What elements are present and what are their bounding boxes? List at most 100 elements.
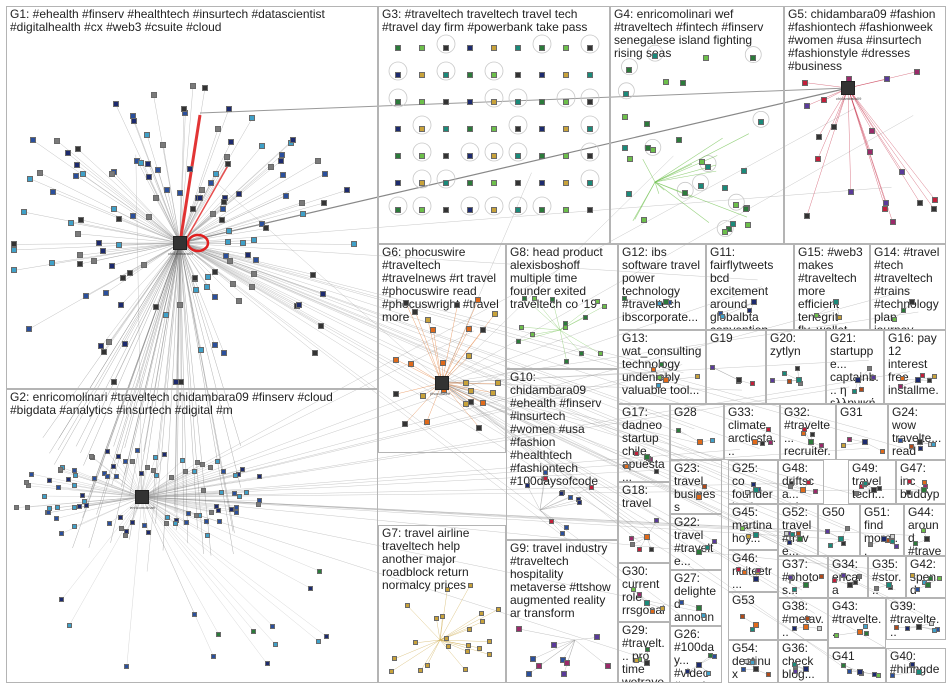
graph-node[interactable] (108, 170, 115, 177)
graph-node[interactable] (709, 437, 715, 443)
graph-node[interactable] (597, 351, 603, 357)
graph-node[interactable] (744, 659, 750, 665)
graph-node[interactable] (24, 504, 30, 510)
graph-node[interactable] (68, 219, 75, 226)
graph-node[interactable] (219, 490, 225, 496)
graph-node[interactable] (559, 490, 565, 496)
graph-node[interactable] (218, 217, 225, 224)
graph-node[interactable] (846, 668, 852, 674)
graph-node[interactable] (804, 615, 810, 621)
graph-node[interactable] (924, 536, 931, 543)
graph-node[interactable] (221, 349, 227, 356)
graph-node[interactable] (66, 476, 72, 482)
graph-node[interactable] (908, 299, 915, 306)
graph-node[interactable] (578, 350, 584, 356)
graph-node[interactable] (750, 54, 757, 61)
graph-node[interactable] (112, 100, 119, 107)
graph-node[interactable] (80, 493, 86, 499)
graph-node[interactable] (412, 308, 419, 315)
graph-node[interactable] (53, 137, 60, 144)
graph-node[interactable] (199, 187, 206, 194)
graph-node[interactable] (225, 106, 232, 113)
graph-node[interactable] (847, 436, 853, 442)
graph-node[interactable] (491, 72, 497, 78)
graph-node[interactable] (787, 378, 793, 384)
graph-node[interactable] (192, 468, 198, 474)
graph-node[interactable] (468, 398, 475, 405)
graph-node[interactable] (871, 486, 878, 493)
graph-node[interactable] (225, 228, 232, 235)
graph-node[interactable] (928, 620, 934, 626)
graph-node[interactable] (395, 207, 401, 213)
graph-node[interactable] (832, 299, 839, 306)
graph-node[interactable] (792, 626, 798, 632)
graph-node[interactable] (696, 439, 703, 446)
graph-node[interactable] (215, 458, 221, 464)
graph-node[interactable] (749, 626, 755, 632)
graph-node[interactable] (343, 187, 350, 194)
graph-node[interactable] (786, 539, 792, 545)
graph-node[interactable] (195, 459, 201, 465)
graph-node[interactable] (675, 137, 682, 144)
graph-node[interactable] (623, 90, 630, 97)
graph-node[interactable] (879, 448, 885, 454)
graph-node[interactable] (802, 79, 809, 86)
graph-node[interactable] (115, 454, 121, 460)
graph-node[interactable] (675, 427, 681, 433)
graph-node[interactable] (42, 493, 48, 499)
graph-node[interactable] (433, 615, 439, 621)
graph-node[interactable] (660, 605, 666, 611)
graph-node[interactable] (239, 240, 246, 247)
graph-node[interactable] (462, 400, 469, 407)
graph-node[interactable] (104, 448, 110, 454)
graph-node[interactable] (625, 190, 632, 197)
graph-node[interactable] (650, 367, 656, 373)
graph-node[interactable] (66, 622, 72, 628)
graph-node[interactable] (708, 653, 714, 659)
graph-node[interactable] (309, 271, 316, 278)
graph-node[interactable] (515, 180, 521, 186)
graph-node[interactable] (46, 506, 52, 512)
graph-node[interactable] (296, 302, 303, 309)
graph-node[interactable] (26, 175, 33, 182)
graph-node[interactable] (898, 383, 904, 389)
graph-node[interactable] (30, 137, 37, 144)
graph-node[interactable] (110, 379, 117, 385)
graph-node[interactable] (314, 157, 321, 164)
graph-node[interactable] (77, 504, 83, 510)
graph-node[interactable] (233, 473, 239, 479)
graph-node[interactable] (659, 362, 665, 368)
graph-node[interactable] (129, 519, 135, 525)
graph-node[interactable] (803, 212, 810, 219)
graph-node[interactable] (920, 486, 927, 493)
graph-node[interactable] (622, 113, 629, 120)
graph-node[interactable] (25, 326, 32, 333)
graph-node[interactable] (466, 353, 473, 360)
graph-node[interactable] (402, 420, 409, 427)
graph-node[interactable] (113, 473, 119, 479)
graph-node[interactable] (791, 586, 797, 592)
graph-node[interactable] (796, 377, 802, 384)
graph-node[interactable] (765, 672, 771, 678)
graph-node[interactable] (871, 374, 877, 380)
graph-node[interactable] (838, 536, 845, 543)
graph-node[interactable] (747, 308, 753, 314)
graph-node[interactable] (621, 296, 627, 302)
graph-node[interactable] (495, 380, 502, 387)
graph-node[interactable] (196, 195, 203, 202)
graph-node[interactable] (424, 662, 430, 668)
graph-node[interactable] (685, 669, 691, 675)
graph-node[interactable] (491, 180, 497, 186)
graph-node[interactable] (270, 623, 276, 629)
graph-node[interactable] (466, 626, 472, 632)
graph-node[interactable] (443, 99, 449, 105)
graph-node[interactable] (98, 343, 105, 350)
graph-node[interactable] (652, 53, 659, 60)
graph-node[interactable] (419, 126, 425, 132)
graph-node[interactable] (532, 296, 538, 302)
graph-node[interactable] (863, 631, 869, 637)
graph-node[interactable] (739, 614, 745, 620)
graph-node[interactable] (24, 480, 30, 486)
graph-node[interactable] (720, 313, 726, 319)
graph-node[interactable] (792, 669, 798, 675)
